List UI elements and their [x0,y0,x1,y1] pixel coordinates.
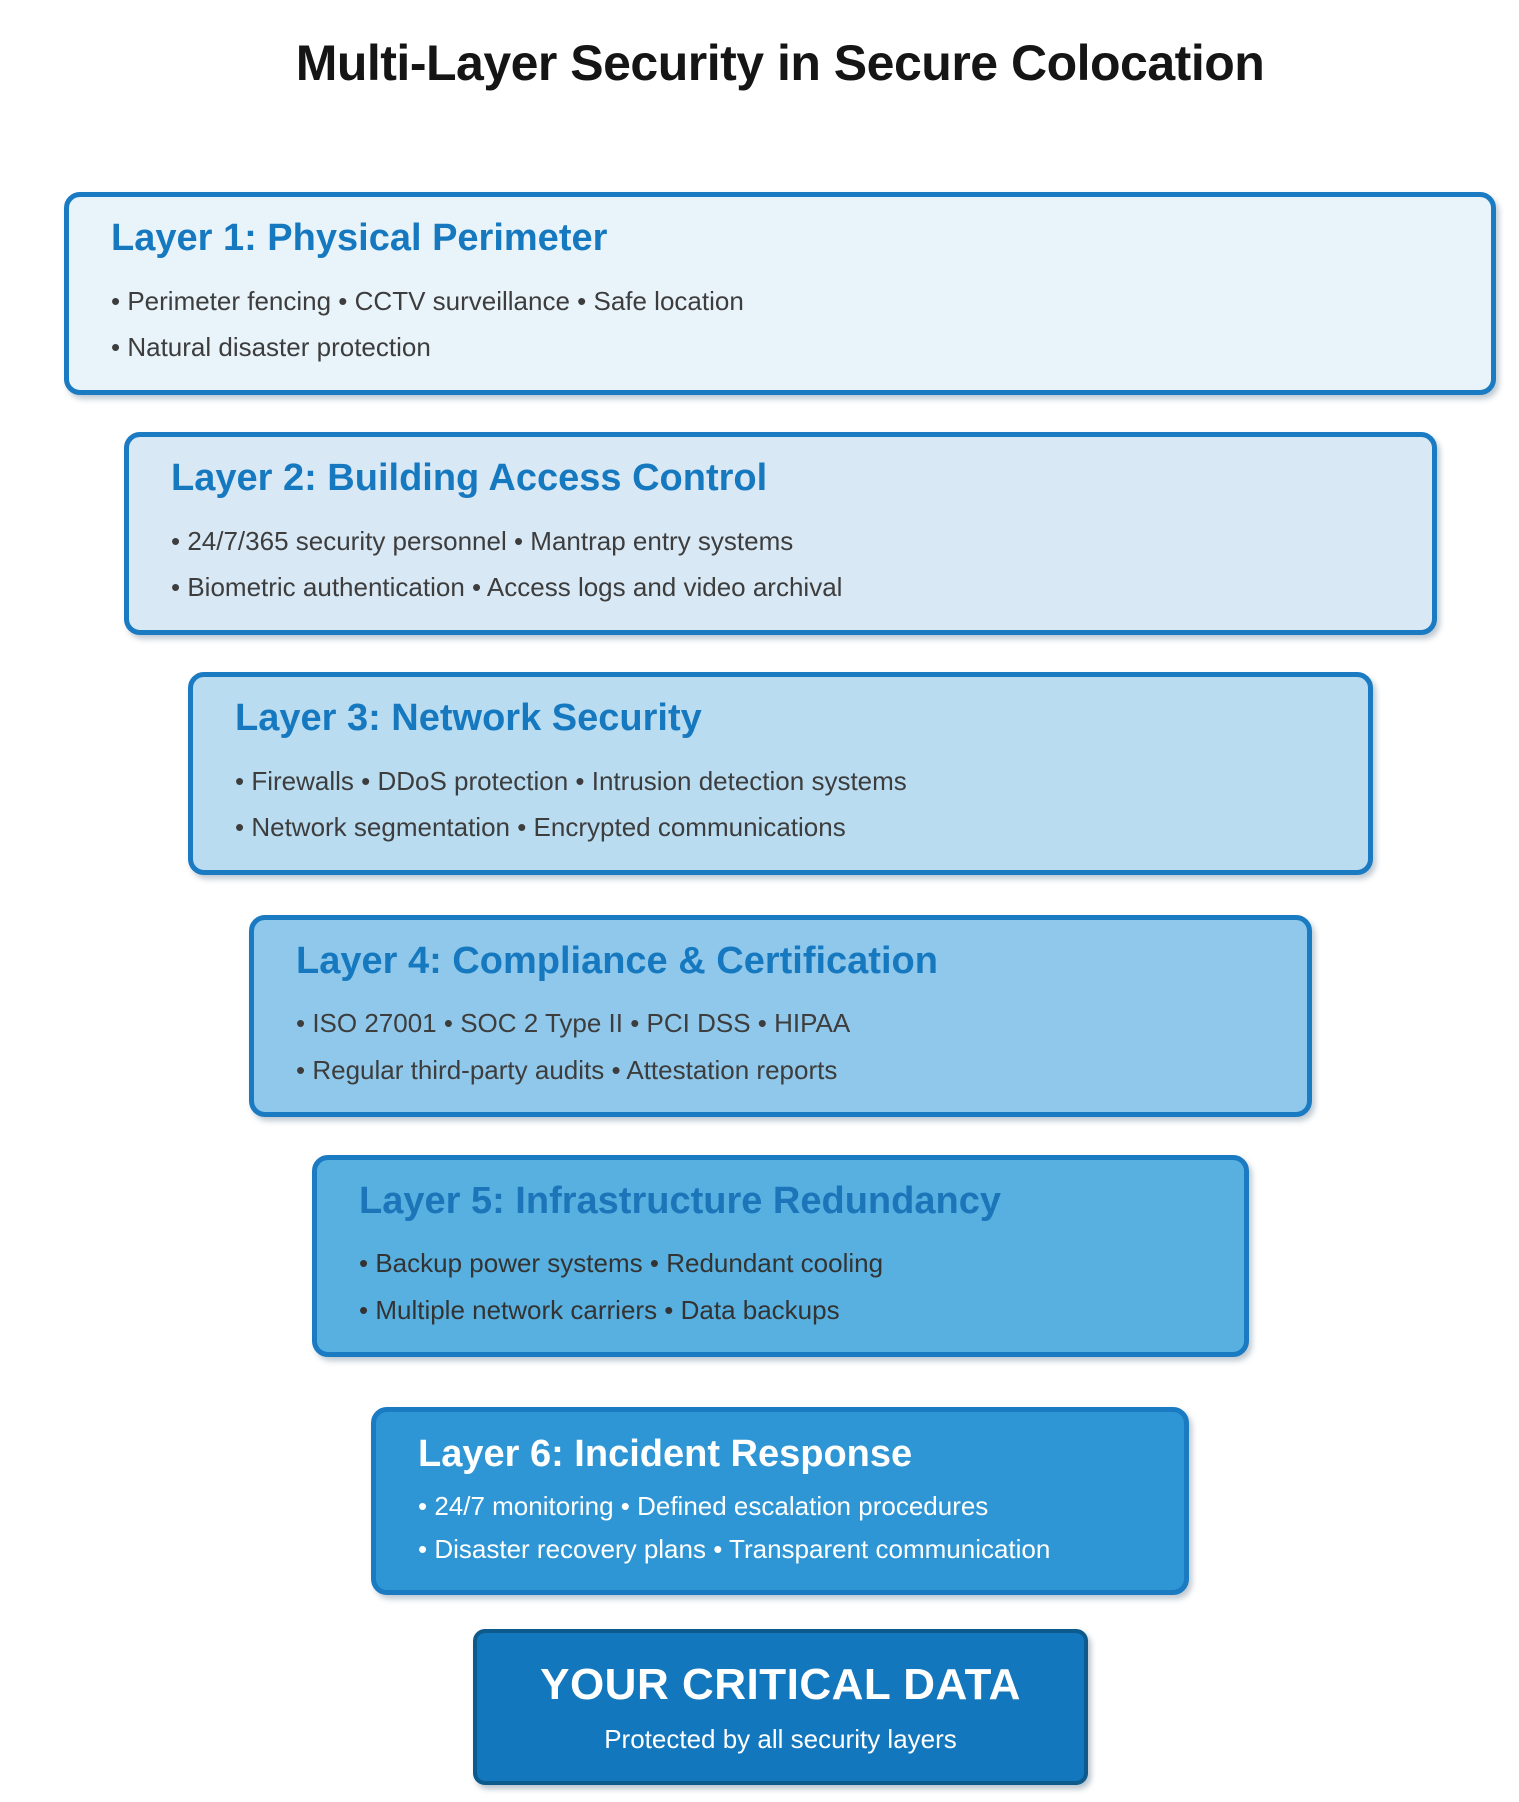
layer-2-title: Layer 2: Building Access Control [171,457,768,500]
layer-box-3: Layer 3: Network Security • Firewalls • … [188,672,1373,875]
layer-4-title: Layer 4: Compliance & Certification [296,939,938,982]
layer-4-bullets-line-2: • Regular third-party audits • Attestati… [296,1054,838,1085]
core-data-title: YOUR CRITICAL DATA [540,1659,1021,1709]
layer-2-bullets-line-2: • Biometric authentication • Access logs… [171,572,843,603]
layer-3-title: Layer 3: Network Security [235,697,702,740]
layer-3-bullets-line-1: • Firewalls • DDoS protection • Intrusio… [235,765,907,796]
layer-1-title: Layer 1: Physical Perimeter [111,217,608,260]
layer-6-bullets-line-1: • 24/7 monitoring • Defined escalation p… [418,1491,989,1522]
layer-6-bullets-line-2: • Disaster recovery plans • Transparent … [418,1533,1051,1564]
layer-4-bullets-line-1: • ISO 27001 • SOC 2 Type II • PCI DSS • … [296,1008,851,1039]
page-title: Multi-Layer Security in Secure Colocatio… [295,35,1265,91]
core-data-subtitle: Protected by all security layers [604,1723,957,1754]
core-data-box: YOUR CRITICAL DATA Protected by all secu… [473,1629,1088,1785]
layer-box-6: Layer 6: Incident Response • 24/7 monito… [371,1407,1189,1595]
layer-6-title: Layer 6: Incident Response [418,1432,913,1475]
layer-2-bullets-line-1: • 24/7/365 security personnel • Mantrap … [171,525,794,556]
layer-box-4: Layer 4: Compliance & Certification • IS… [249,915,1312,1117]
layer-box-2: Layer 2: Building Access Control • 24/7/… [124,432,1437,635]
layer-5-bullets-line-1: • Backup power systems • Redundant cooli… [359,1248,884,1279]
layer-box-5: Layer 5: Infrastructure Redundancy • Bac… [312,1155,1249,1357]
layer-1-bullets-line-1: • Perimeter fencing • CCTV surveillance … [111,285,744,316]
layer-3-bullets-line-2: • Network segmentation • Encrypted commu… [235,812,846,843]
layer-5-bullets-line-2: • Multiple network carriers • Data backu… [359,1294,840,1325]
layer-box-1: Layer 1: Physical Perimeter • Perimeter … [64,192,1496,395]
layer-5-title: Layer 5: Infrastructure Redundancy [359,1179,1001,1222]
layer-1-bullets-line-2: • Natural disaster protection [111,332,431,363]
